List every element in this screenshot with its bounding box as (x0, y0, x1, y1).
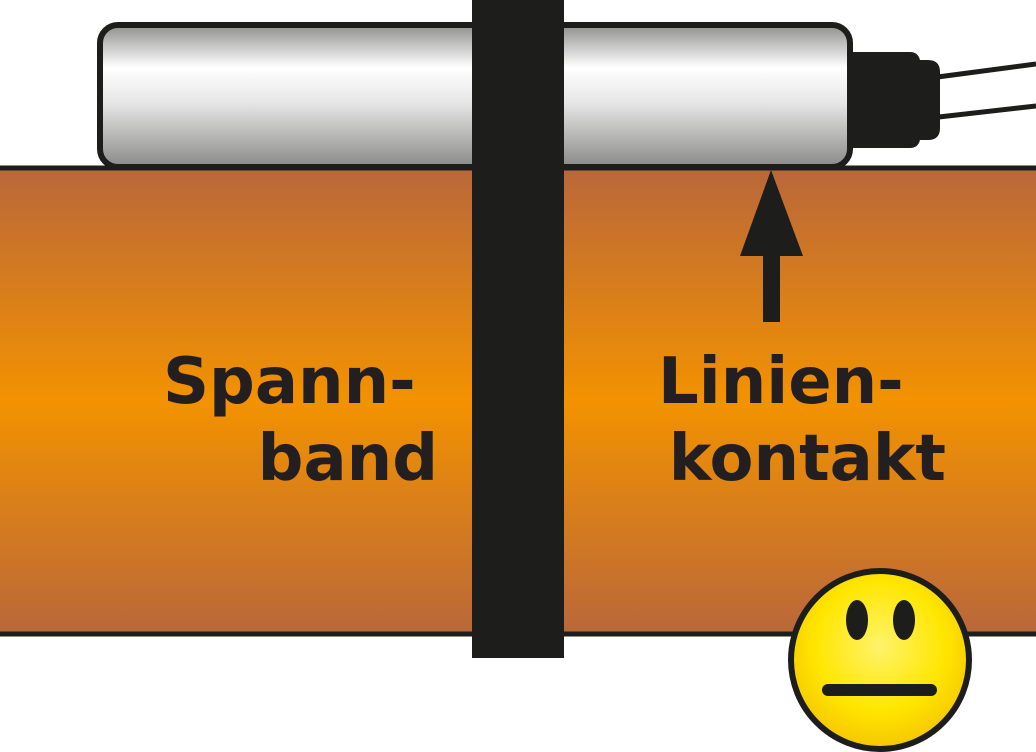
sensor-cable (929, 61, 1036, 121)
arrow-up-icon (740, 170, 803, 322)
sensor-cap (842, 52, 940, 148)
label-spannband-line2: band (258, 422, 438, 496)
clamp-band (472, 0, 564, 658)
neutral-face-icon (788, 568, 972, 752)
label-spannband-line1: Spann- (163, 345, 416, 419)
label-linienkontakt: Linien- kontakt (658, 345, 946, 496)
label-linienkontakt-line2: kontakt (669, 422, 946, 496)
label-spannband: Spann- band (163, 345, 438, 496)
label-linienkontakt-line1: Linien- (658, 345, 904, 419)
